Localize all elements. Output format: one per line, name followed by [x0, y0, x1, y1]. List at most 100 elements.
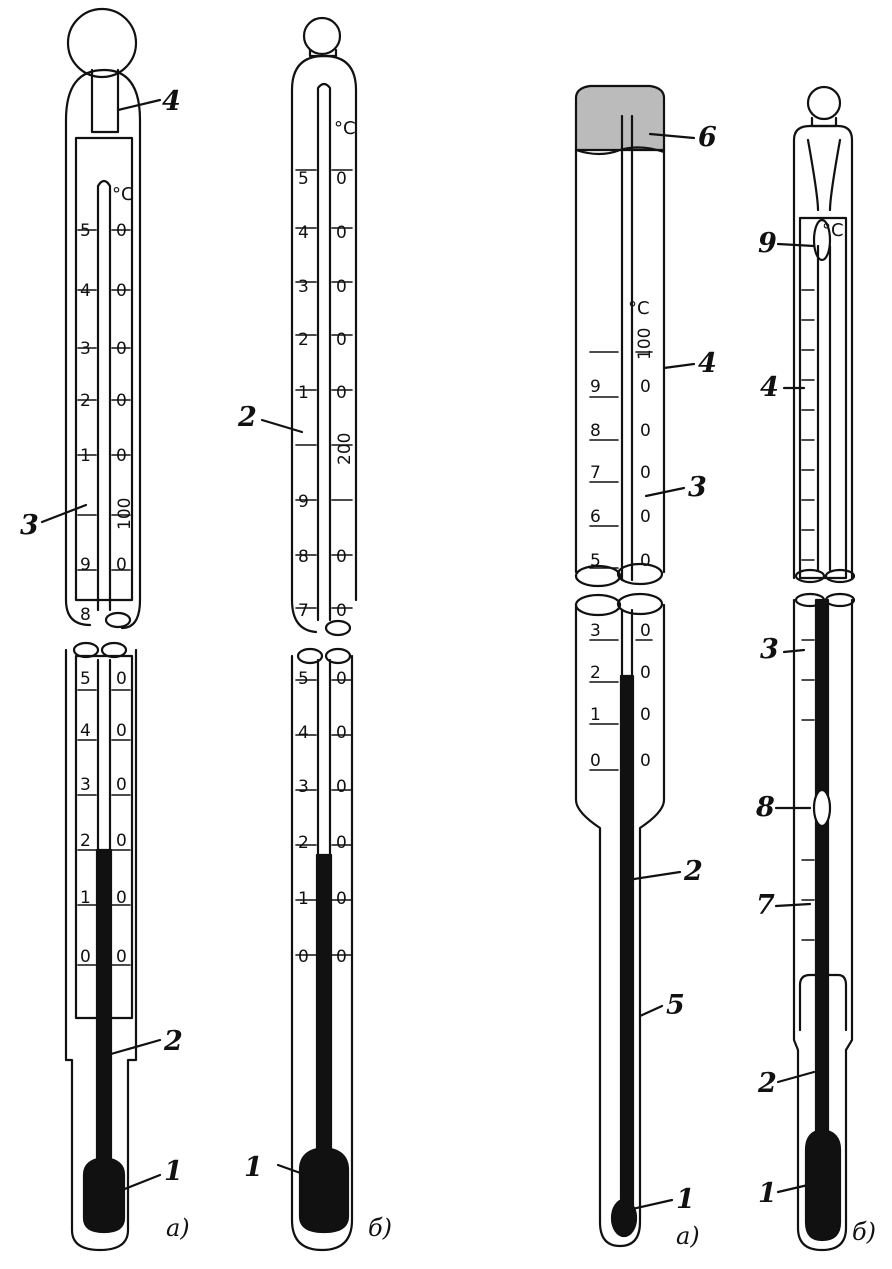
mercury-column [95, 848, 113, 1162]
scale-number: 0 [336, 777, 347, 797]
callout-label: 3 [688, 472, 707, 503]
scale-number: 4 [80, 281, 91, 301]
scale-number: 0 [640, 507, 651, 527]
thermometer-a-left [40, 7, 162, 1252]
callout-label: 3 [20, 510, 39, 541]
bulb [82, 1156, 126, 1234]
scale-number: 1 [298, 383, 309, 403]
unit-label: °C [334, 118, 356, 139]
reservoir-9 [812, 218, 832, 262]
mercury-column [814, 598, 830, 1162]
scale-number: 5 [590, 551, 601, 571]
callout-label: 4 [698, 348, 717, 379]
scale-number: 8 [80, 605, 91, 625]
unit-label: °C [628, 298, 650, 319]
scale-number: 0 [116, 555, 127, 575]
lower-outer-tube [792, 598, 854, 1252]
scale-number: 200 [335, 433, 355, 465]
scale-number: 0 [116, 281, 127, 301]
thermometer-a-right [574, 84, 696, 1248]
constriction-8 [812, 788, 832, 828]
scale-number: 5 [80, 221, 91, 241]
scale-number: 0 [116, 721, 127, 741]
scale-number: 0 [336, 833, 347, 853]
cork-cap [574, 84, 666, 152]
panel-caption: б) [368, 1214, 392, 1242]
scale-number: 0 [116, 947, 127, 967]
panel-caption: б) [852, 1218, 876, 1246]
scale-number: 1 [298, 889, 309, 909]
callout-label: 7 [756, 890, 775, 921]
panel-caption: а) [166, 1214, 190, 1242]
scale-number: 2 [80, 831, 91, 851]
scale-number: 4 [298, 223, 309, 243]
scale-number: 7 [590, 463, 601, 483]
callout-label: 5 [666, 990, 685, 1021]
upper-outer-tube [574, 148, 666, 574]
scale-number: 0 [640, 421, 651, 441]
scale-number: 3 [80, 775, 91, 795]
lower-outer-tube [64, 648, 138, 1252]
scale-number: 0 [590, 751, 601, 771]
scale-number: 0 [336, 223, 347, 243]
scale-number: 100 [635, 328, 655, 360]
top-knob [66, 7, 138, 79]
capillary-upper [96, 179, 112, 612]
scale-number: 5 [298, 669, 309, 689]
scale-number: 0 [640, 463, 651, 483]
scale-number: 3 [80, 339, 91, 359]
upper-outer-tube [792, 124, 854, 580]
scale-number: 0 [640, 551, 651, 571]
scale-number: 0 [336, 277, 347, 297]
bulb [610, 1198, 638, 1238]
scale-number: 0 [336, 547, 347, 567]
scale-number: 3 [298, 777, 309, 797]
scale-number: 6 [590, 507, 601, 527]
callout-label: 4 [162, 86, 181, 117]
callout-label: 2 [237, 402, 257, 433]
scale-number: 0 [336, 889, 347, 909]
callouts-a-left: 4 3 2 1 а) [20, 86, 190, 1242]
scale-number: 0 [116, 669, 127, 689]
scale-number: 0 [116, 221, 127, 241]
scale-number: 5 [298, 169, 309, 189]
mercury-column [619, 674, 635, 1208]
thermometer-b-right [774, 85, 856, 1252]
scale-number: 2 [590, 663, 601, 683]
scale-number: 3 [298, 277, 309, 297]
scale-number: 100 [115, 498, 135, 530]
bulb [804, 1128, 842, 1242]
callout-label: 1 [244, 1152, 263, 1183]
scale-number: 0 [116, 888, 127, 908]
scale-number: 0 [336, 169, 347, 189]
scale-number: 0 [116, 775, 127, 795]
scale-number: 0 [116, 339, 127, 359]
scale-number: 1 [590, 705, 601, 725]
capillary-upper [316, 82, 332, 622]
thermometer-b-left [260, 16, 358, 1252]
top-knob [806, 85, 842, 121]
callout-label: 1 [164, 1156, 183, 1187]
scale-number: 0 [640, 663, 651, 683]
scale-numbers-b-left: °C 5 4 3 2 1 9 8 7 0 0 0 0 0 200 0 0 5 4… [298, 118, 356, 967]
scale-plate-upper [74, 136, 134, 602]
bulb [298, 1146, 350, 1234]
scale-number: 1 [80, 888, 91, 908]
scale-number: 0 [116, 391, 127, 411]
scale-number: 4 [80, 721, 91, 741]
scale-number: 0 [336, 601, 347, 621]
scale-number: 9 [80, 555, 91, 575]
scale-number: 0 [640, 705, 651, 725]
callout-label: 1 [676, 1184, 695, 1215]
callout-label: 9 [758, 228, 777, 259]
panel-caption: а) [676, 1222, 700, 1250]
callout-label: 6 [698, 122, 717, 153]
callout-label: 8 [755, 792, 775, 823]
scale-number: 9 [298, 492, 309, 512]
scale-number: 0 [116, 446, 127, 466]
callout-label: 2 [163, 1026, 183, 1057]
scale-number: 2 [298, 330, 309, 350]
scale-number: 0 [336, 383, 347, 403]
scale-number: 7 [298, 601, 309, 621]
